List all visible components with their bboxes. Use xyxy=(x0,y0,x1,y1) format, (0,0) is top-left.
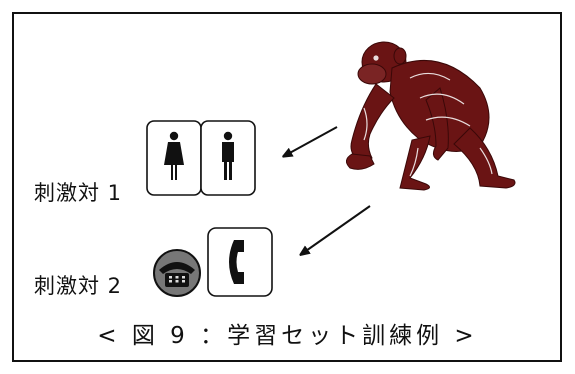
figure-caption: < 図 9 ：学習セット訓練例 > xyxy=(97,323,478,349)
stimulus-pair-2-label: 刺激対 2 xyxy=(34,274,123,298)
female-restroom-icon xyxy=(164,131,184,180)
telephone-handset-icon xyxy=(229,240,244,284)
arrow-to-pair-2 xyxy=(303,205,371,253)
figure-frame xyxy=(12,12,562,362)
telephone-handset-card xyxy=(207,227,273,297)
male-restroom-icon xyxy=(222,131,234,180)
stimulus-pair-1-cards xyxy=(146,120,256,196)
stimulus-pair-1-label: 刺激対 1 xyxy=(34,181,123,205)
arrow-to-pair-1 xyxy=(286,126,338,155)
chimpanzee-illustration xyxy=(346,41,516,191)
rotary-telephone-icon xyxy=(153,249,201,297)
